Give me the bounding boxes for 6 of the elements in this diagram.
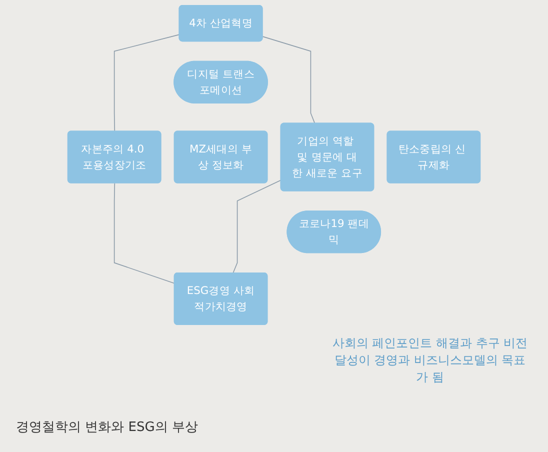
connector	[114, 34, 180, 132]
connector	[232, 180, 282, 274]
caption: 경영철학의 변화와 ESG의 부상	[16, 419, 198, 436]
side-note: 사회의 페인포인트 해결과 추구 비전 달성이 경영과 비즈니스모델의 목표가 됨	[331, 335, 529, 386]
connector	[262, 36, 316, 124]
connector	[114, 182, 175, 284]
